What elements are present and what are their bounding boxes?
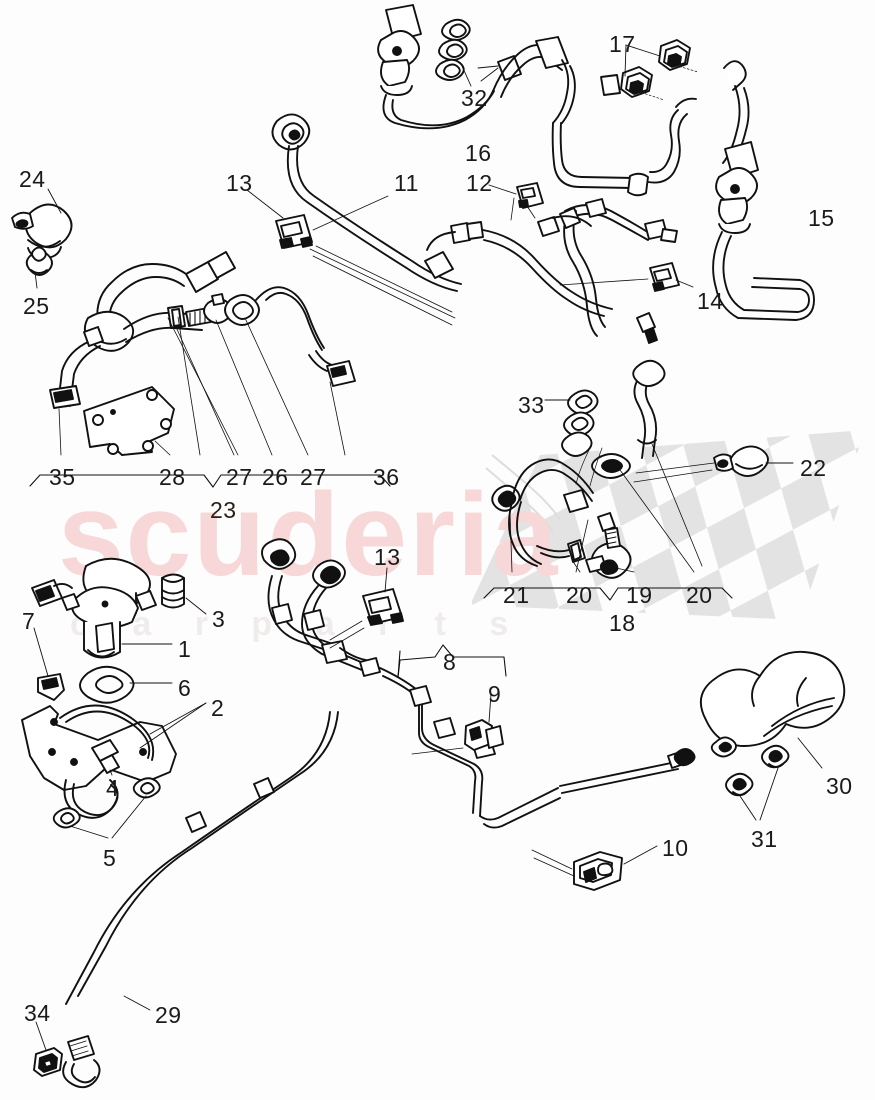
callout-33: 33 [518, 392, 545, 418]
callout-27-left: 27 [226, 464, 253, 490]
callout-13-upper: 13 [226, 170, 253, 196]
callout-16: 16 [465, 140, 492, 166]
callout-13-lower: 13 [374, 544, 401, 570]
callout-1: 1 [178, 636, 192, 662]
clip-17-lower [620, 66, 653, 98]
callout-22: 22 [800, 455, 827, 481]
canister-30 [699, 650, 846, 758]
hose-harness-11 [271, 113, 678, 344]
callout-6: 6 [178, 675, 192, 701]
part-22 [713, 445, 769, 477]
callout-32: 32 [461, 85, 488, 111]
callout-24: 24 [19, 166, 46, 192]
clip-9 [464, 719, 504, 751]
part-3 [161, 573, 185, 609]
callout-36: 36 [373, 464, 400, 490]
bracket-18 [483, 587, 733, 601]
callout-35: 35 [49, 464, 76, 490]
callout-group-18: 18 [609, 610, 636, 636]
callout-28: 28 [159, 464, 186, 490]
grommets-31 [725, 744, 790, 797]
clip-12 [510, 182, 544, 221]
callout-4: 4 [106, 775, 120, 801]
callout-group-8: 8 [443, 649, 457, 675]
clip-32 [435, 18, 471, 81]
part-27-right [224, 294, 260, 326]
callout-12: 12 [466, 170, 493, 196]
callout-34: 34 [24, 1000, 51, 1026]
callout-29: 29 [155, 1002, 182, 1028]
clip-33 [561, 389, 599, 457]
callout-30: 30 [826, 773, 853, 799]
callout-27-right: 27 [300, 464, 327, 490]
callout-5: 5 [103, 845, 117, 871]
part-6 [79, 665, 135, 704]
callout-7: 7 [22, 608, 36, 634]
part-26 [185, 293, 233, 327]
hose-15 [712, 60, 815, 321]
callout-2: 2 [211, 695, 225, 721]
nuts-5 [52, 777, 161, 829]
part-35 [49, 385, 81, 409]
clip-13-lower [362, 588, 404, 626]
callout-17: 17 [609, 31, 636, 57]
callout-21: 21 [503, 582, 530, 608]
hose-assembly-16 [377, 4, 699, 197]
bolt-4 [91, 739, 120, 774]
hose-36 [255, 286, 356, 387]
callout-20-left: 20 [566, 582, 593, 608]
callout-19: 19 [626, 582, 653, 608]
hose-group-18 [491, 359, 666, 579]
clip-34 [33, 1047, 63, 1077]
gasket-28 [83, 386, 175, 456]
callout-26: 26 [262, 464, 289, 490]
part-7 [37, 673, 65, 701]
callout-25: 25 [23, 293, 50, 319]
clip-13-upper [275, 214, 313, 249]
long-line-right [559, 748, 696, 794]
twin-hose-center [261, 538, 381, 677]
callout-3: 3 [212, 606, 226, 632]
callout-10: 10 [662, 835, 689, 861]
callout-20-right: 20 [686, 582, 713, 608]
callout-14: 14 [697, 288, 724, 314]
clip-17-upper [658, 39, 691, 71]
callout-9: 9 [488, 681, 502, 707]
clip-10 [573, 851, 623, 891]
long-line-29 [62, 711, 339, 1089]
callout-31: 31 [751, 826, 778, 852]
callout-15: 15 [808, 205, 835, 231]
callout-11: 11 [394, 170, 419, 196]
bracket-23 [29, 474, 391, 488]
grommet-25 [25, 246, 53, 276]
vacuum-pump-1 [31, 557, 157, 659]
clip-14 [649, 262, 680, 292]
callout-group-23: 23 [210, 497, 237, 523]
